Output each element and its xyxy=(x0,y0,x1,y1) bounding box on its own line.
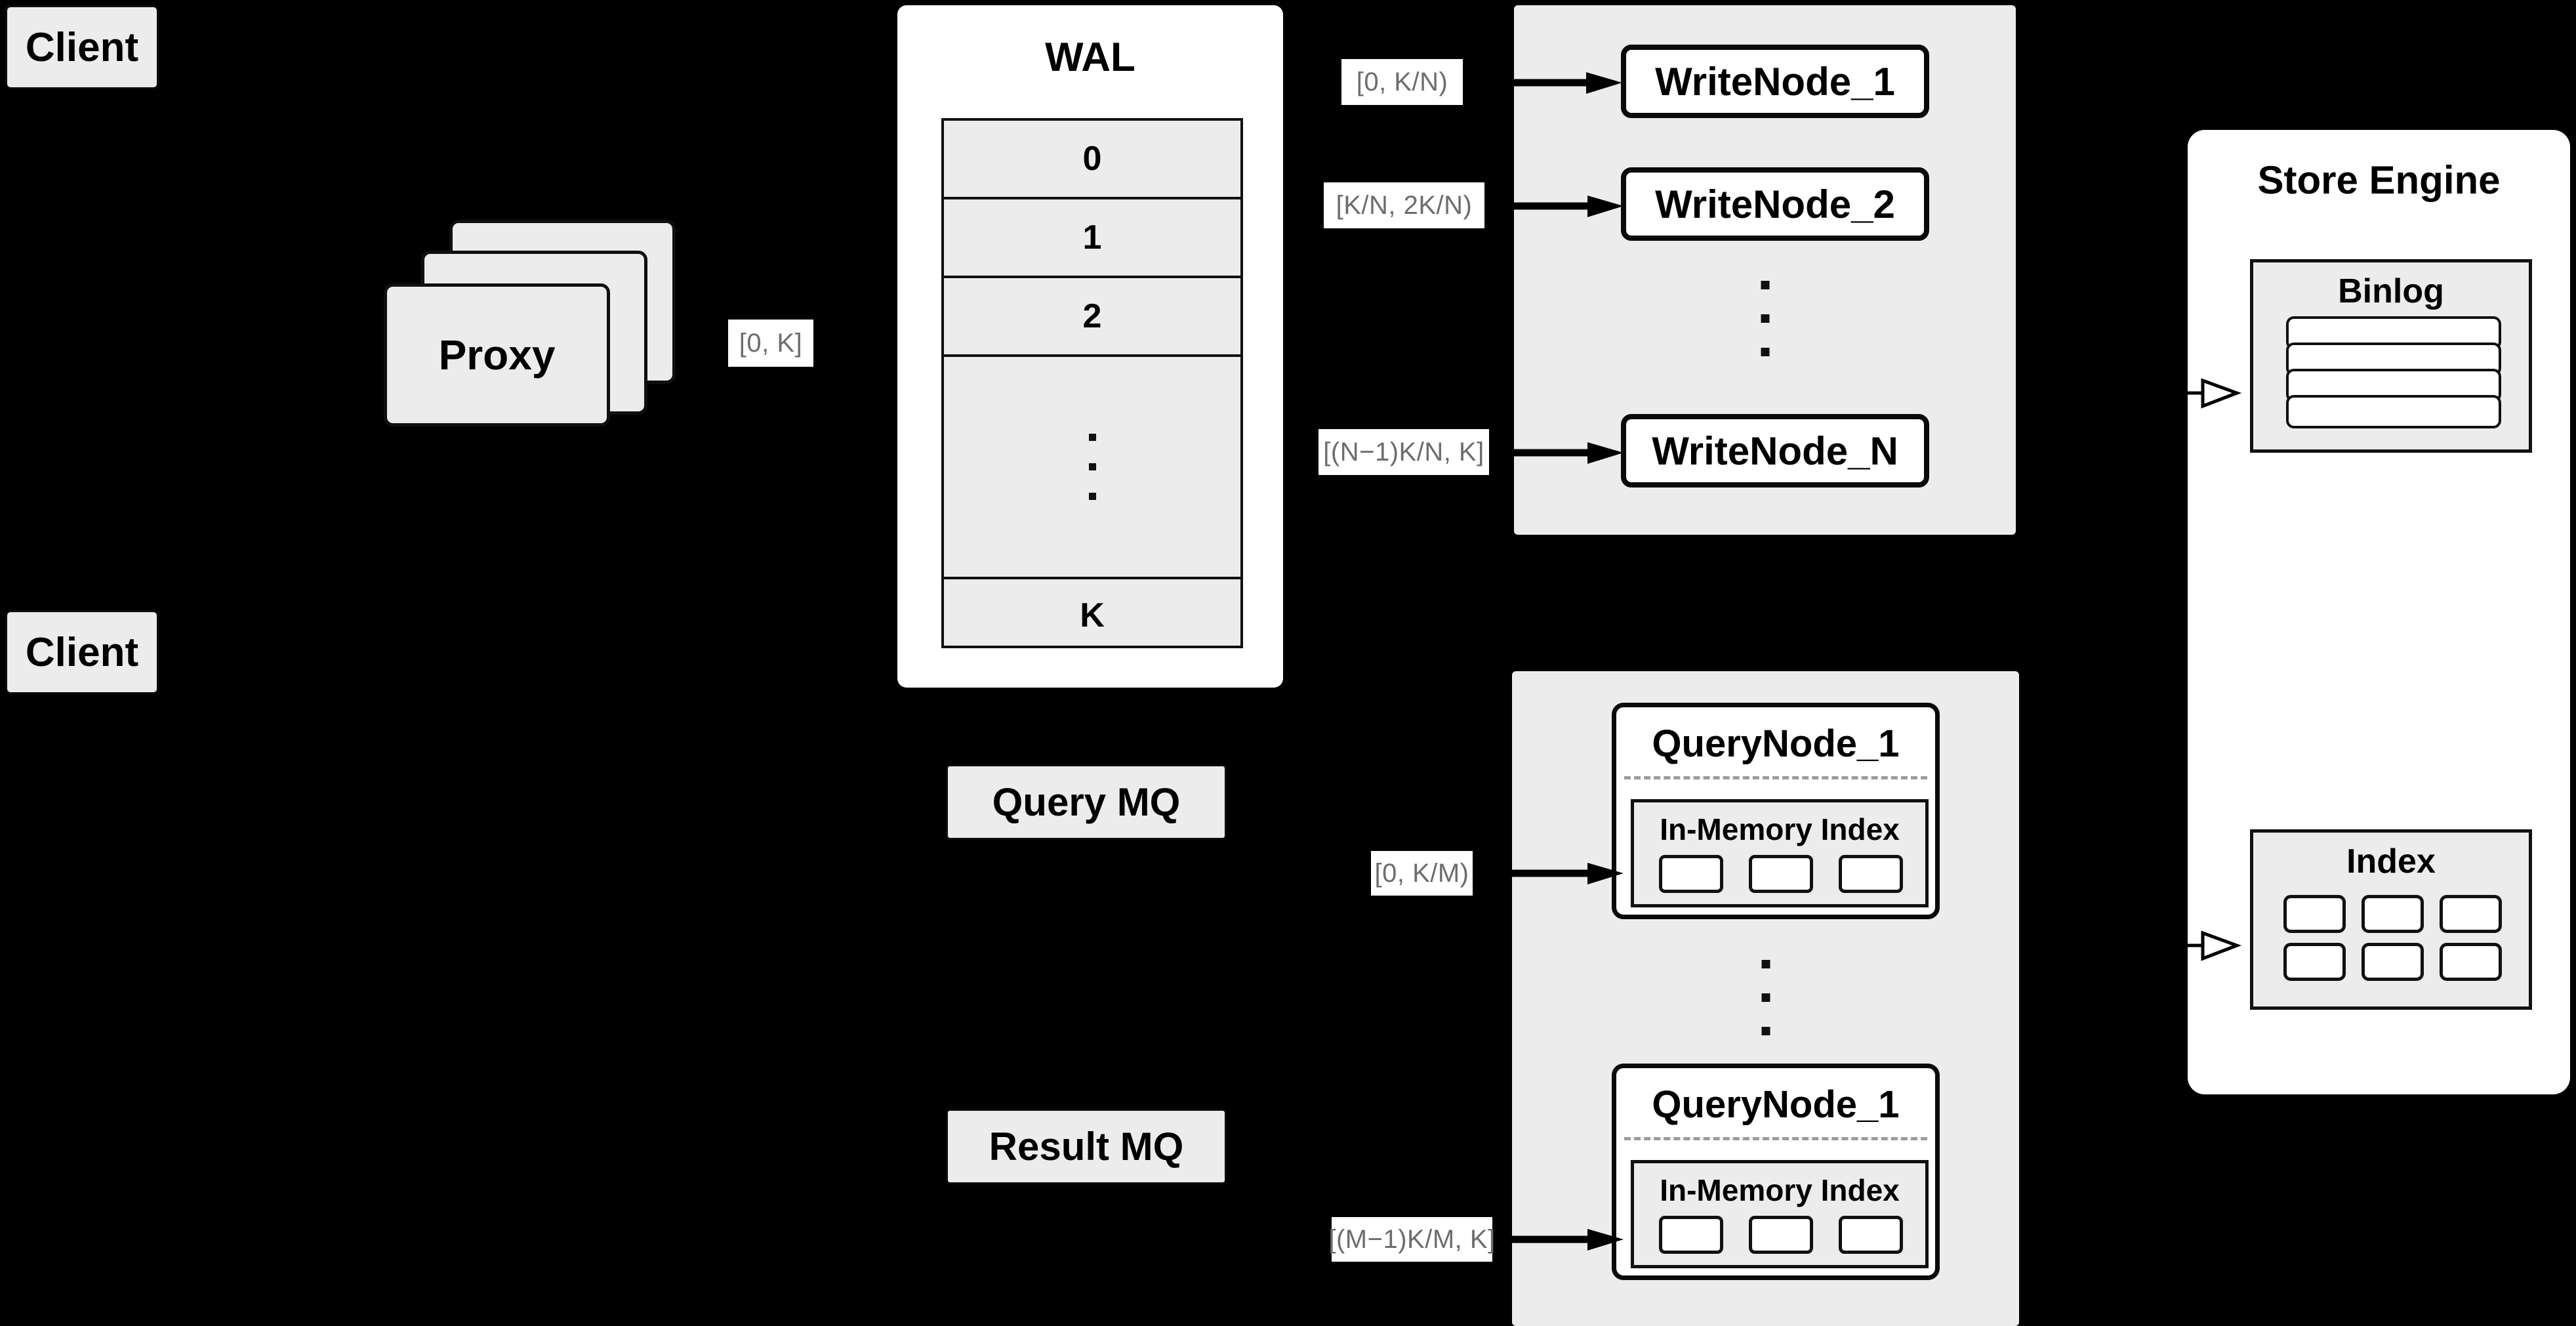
in-memory-index-1-title: In-Memory Index xyxy=(1660,812,1900,846)
index-cell-r1c3 xyxy=(2440,895,2502,933)
index-cell-r2c2 xyxy=(2361,943,2424,981)
query-range-label-1: [0, K/M) xyxy=(1371,851,1473,896)
binlog-inflow-arrow xyxy=(2165,378,2242,409)
result-mq-box: Result MQ xyxy=(946,1109,1227,1184)
write-node-1: WriteNode_1 xyxy=(1621,45,1929,118)
index-inflow-arrow xyxy=(2165,930,2242,961)
query-node-m-title: QueryNode_1 xyxy=(1652,1083,1900,1126)
write-arrow-n xyxy=(1502,442,1624,464)
in-memory-index-1-cell-1 xyxy=(1659,855,1723,893)
binlog-panel: Binlog xyxy=(2250,259,2532,453)
write-node-ellipsis xyxy=(1761,281,1769,356)
index-cell-r2c1 xyxy=(2283,943,2346,981)
wal-row-1: 1 xyxy=(944,199,1240,278)
in-memory-index-1-cell-3 xyxy=(1839,855,1903,893)
query-node-1-divider xyxy=(1624,776,1927,779)
index-title: Index xyxy=(2346,842,2436,881)
write-node-2: WriteNode_2 xyxy=(1621,167,1929,241)
in-memory-index-m-cell-3 xyxy=(1839,1216,1903,1254)
query-mq-label: Query MQ xyxy=(992,780,1181,824)
binlog-row-4 xyxy=(2286,395,2501,428)
store-engine-title: Store Engine xyxy=(2257,158,2501,202)
result-mq-label: Result MQ xyxy=(989,1125,1184,1169)
query-node-m-divider xyxy=(1624,1137,1927,1140)
query-node-ellipsis xyxy=(1761,960,1770,1035)
query-range-label-m: [(M−1)K/M, K] xyxy=(1328,1217,1495,1262)
client-label-2: Client xyxy=(25,629,139,675)
binlog-title: Binlog xyxy=(2338,272,2444,310)
index-cell-r2c3 xyxy=(2440,943,2502,981)
client-box-1: Client xyxy=(5,5,159,89)
write-arrow-1 xyxy=(1488,72,1622,94)
write-range-label-1: [0, K/N) xyxy=(1341,59,1463,105)
wal-entry-table: 0 1 2 K xyxy=(941,118,1243,648)
in-memory-index-m-cell-2 xyxy=(1749,1216,1813,1254)
in-memory-index-m-title: In-Memory Index xyxy=(1660,1173,1900,1207)
wal-title: WAL xyxy=(1045,35,1135,80)
index-cell-r1c2 xyxy=(2361,895,2424,933)
index-cell-r1c1 xyxy=(2283,895,2346,933)
wal-row-ellipsis xyxy=(944,357,1240,579)
client-box-2: Client xyxy=(5,610,159,694)
store-engine-panel: Store Engine Binlog Index xyxy=(2188,130,2570,1094)
query-node-m: QueryNode_1 In-Memory Index xyxy=(1612,1064,1940,1280)
in-memory-index-1: In-Memory Index xyxy=(1631,799,1929,907)
query-node-cluster: QueryNode_1 In-Memory Index QueryNode_1 … xyxy=(1512,671,2019,1326)
proxy-range-label: [0, K] xyxy=(728,320,813,367)
wal-row-0: 0 xyxy=(944,121,1240,199)
write-node-cluster: WriteNode_1 WriteNode_2 WriteNode_N xyxy=(1514,5,2016,535)
index-panel: Index xyxy=(2250,829,2532,1010)
query-node-1-title: QueryNode_1 xyxy=(1652,722,1900,765)
wal-row-2: 2 xyxy=(944,278,1240,357)
query-arrow-1 xyxy=(1496,863,1624,884)
wal-panel: WAL 0 1 2 K xyxy=(897,5,1283,688)
wal-row-k: K xyxy=(1080,596,1105,634)
query-node-1: QueryNode_1 In-Memory Index xyxy=(1612,703,1940,919)
proxy-box: Proxy xyxy=(384,283,610,426)
in-memory-index-m-cell-1 xyxy=(1659,1216,1723,1254)
client-label-1: Client xyxy=(25,24,139,70)
query-mq-box: Query MQ xyxy=(946,764,1227,840)
in-memory-index-1-cell-2 xyxy=(1749,855,1813,893)
write-arrow-2 xyxy=(1502,196,1624,217)
in-memory-index-m: In-Memory Index xyxy=(1631,1160,1929,1268)
write-range-label-2: [K/N, 2K/N) xyxy=(1324,182,1484,228)
write-node-n: WriteNode_N xyxy=(1621,414,1929,487)
write-range-label-n: [(N−1)K/N, K] xyxy=(1319,429,1489,475)
proxy-label: Proxy xyxy=(438,331,556,379)
query-arrow-m xyxy=(1496,1229,1624,1251)
